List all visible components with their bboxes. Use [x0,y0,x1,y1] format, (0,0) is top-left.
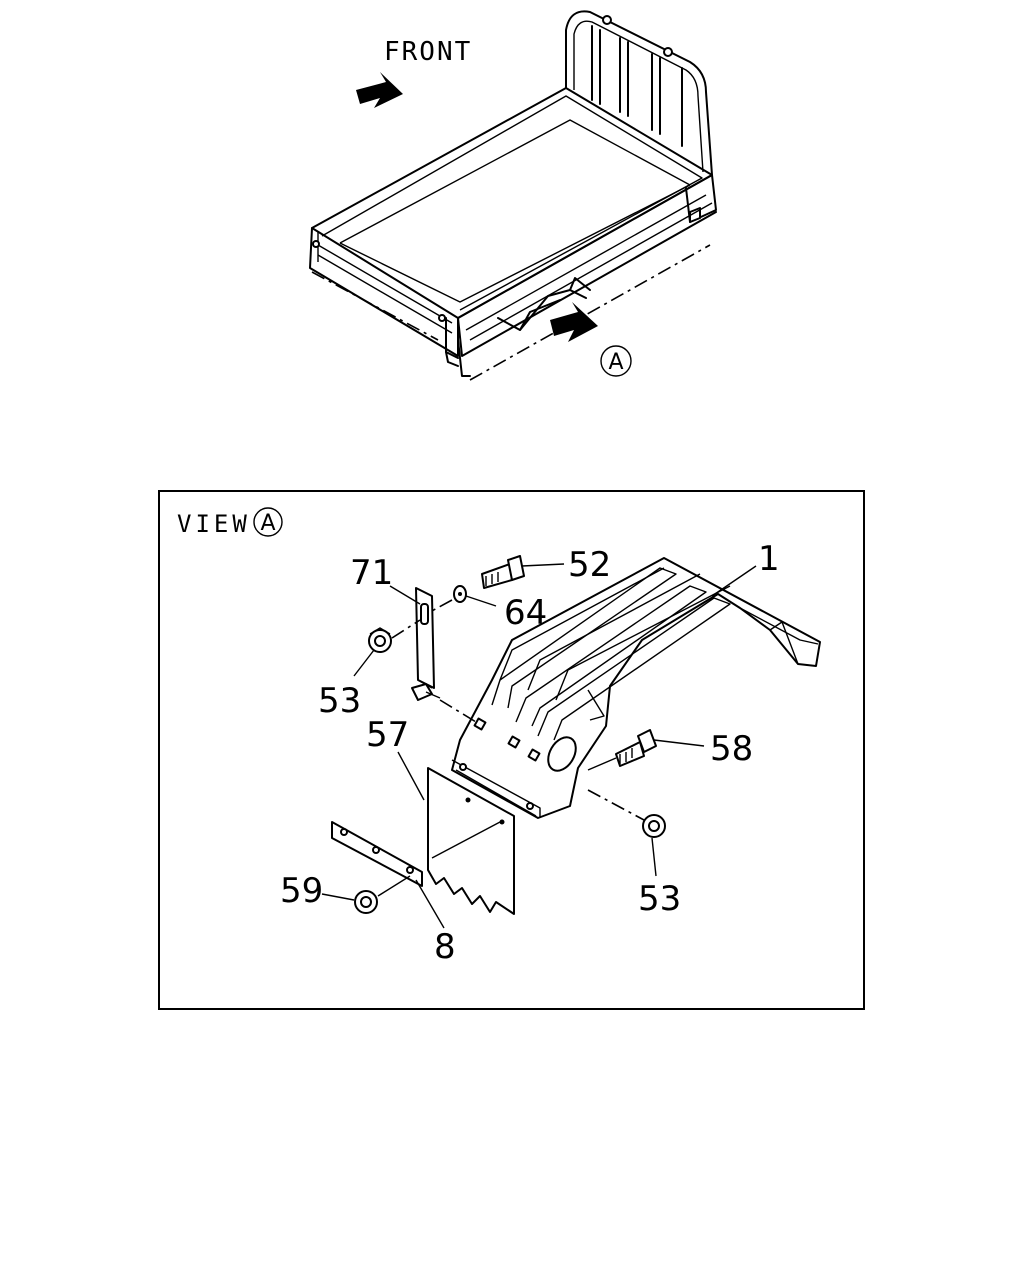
front-arrow-icon [356,72,403,108]
front-label: FRONT [384,37,472,67]
callout-57: 57 [366,715,409,755]
detail-view-title: VIEW [177,510,251,538]
view-a-marker: A [608,350,623,375]
callout-64: 64 [504,593,547,633]
truck-bed-illustration: A FRONT [309,10,717,381]
callout-1: 1 [758,539,780,579]
view-a-marker-circle [600,345,632,377]
callout-59: 59 [280,871,323,911]
detail-view-frame [158,490,865,1010]
callout-53-lower: 53 [638,879,681,919]
view-a-arrow-icon [550,302,598,342]
detail-view-marker: A [260,511,275,536]
callout-71: 71 [350,553,393,593]
callout-8: 8 [434,927,456,967]
callout-52: 52 [568,545,611,585]
callout-58: 58 [710,729,753,769]
fender-assembly-illustration [321,555,821,929]
detail-view-marker-circle [253,507,283,537]
callout-53-upper: 53 [318,681,361,721]
